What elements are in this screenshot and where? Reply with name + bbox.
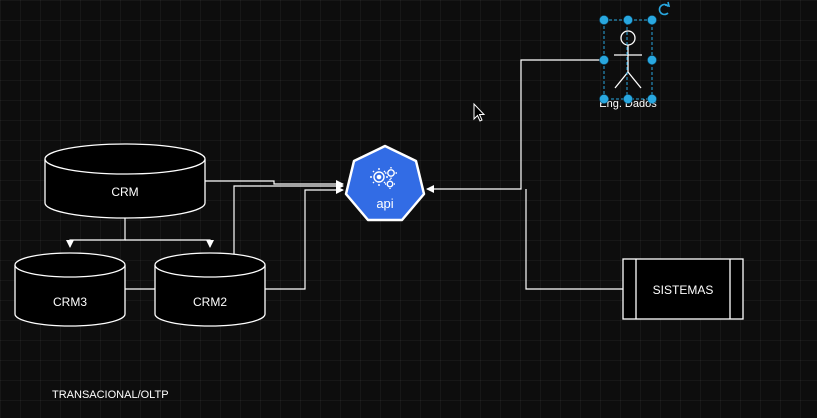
resize-handle-ne[interactable]: [647, 15, 657, 25]
api-label: api: [376, 196, 393, 211]
api-node[interactable]: api: [344, 144, 426, 222]
resize-handle-e[interactable]: [647, 55, 657, 65]
crm3-label: CRM3: [53, 295, 87, 309]
stick-figure-icon: [614, 30, 642, 89]
transacional-oltp-text[interactable]: TRANSACIONAL/OLTP: [52, 389, 169, 401]
connectors: [66, 59, 623, 290]
sistemas-label: SISTEMAS: [653, 283, 714, 297]
crm-label: CRM: [111, 185, 138, 199]
actor-label: Eng. Dados: [599, 98, 657, 110]
connector-crm-to-api[interactable]: [205, 180, 344, 188]
database-crm2[interactable]: CRM2: [154, 252, 266, 327]
resize-handle-sw[interactable]: [599, 94, 609, 104]
resize-handle-s[interactable]: [623, 94, 633, 104]
database-crm3[interactable]: CRM3: [14, 252, 126, 327]
actor-eng-dados[interactable]: Eng. Dados: [599, 30, 657, 110]
connector-crm-to-crm3[interactable]: [66, 218, 126, 248]
kubernetes-api-icon: [370, 167, 397, 189]
resize-handle-se[interactable]: [647, 94, 657, 104]
connector-crm2-top-to-api[interactable]: [233, 182, 344, 256]
mouse-pointer-icon: [473, 102, 486, 122]
process-sistemas[interactable]: SISTEMAS: [622, 258, 744, 320]
resize-handle-w[interactable]: [599, 55, 609, 65]
crm2-label: CRM2: [193, 295, 227, 309]
database-crm[interactable]: CRM: [44, 143, 206, 219]
resize-handle-n[interactable]: [623, 15, 633, 25]
rotate-handle-icon[interactable]: [658, 1, 671, 16]
connector-sistemas-to-api[interactable]: [525, 189, 623, 290]
connector-crm-to-crm2[interactable]: [125, 239, 214, 248]
resize-handle-nw[interactable]: [599, 15, 609, 25]
selection-box: [599, 1, 671, 104]
connector-crm2-to-api[interactable]: [265, 186, 344, 290]
connector-actor-to-api[interactable]: [426, 59, 603, 193]
